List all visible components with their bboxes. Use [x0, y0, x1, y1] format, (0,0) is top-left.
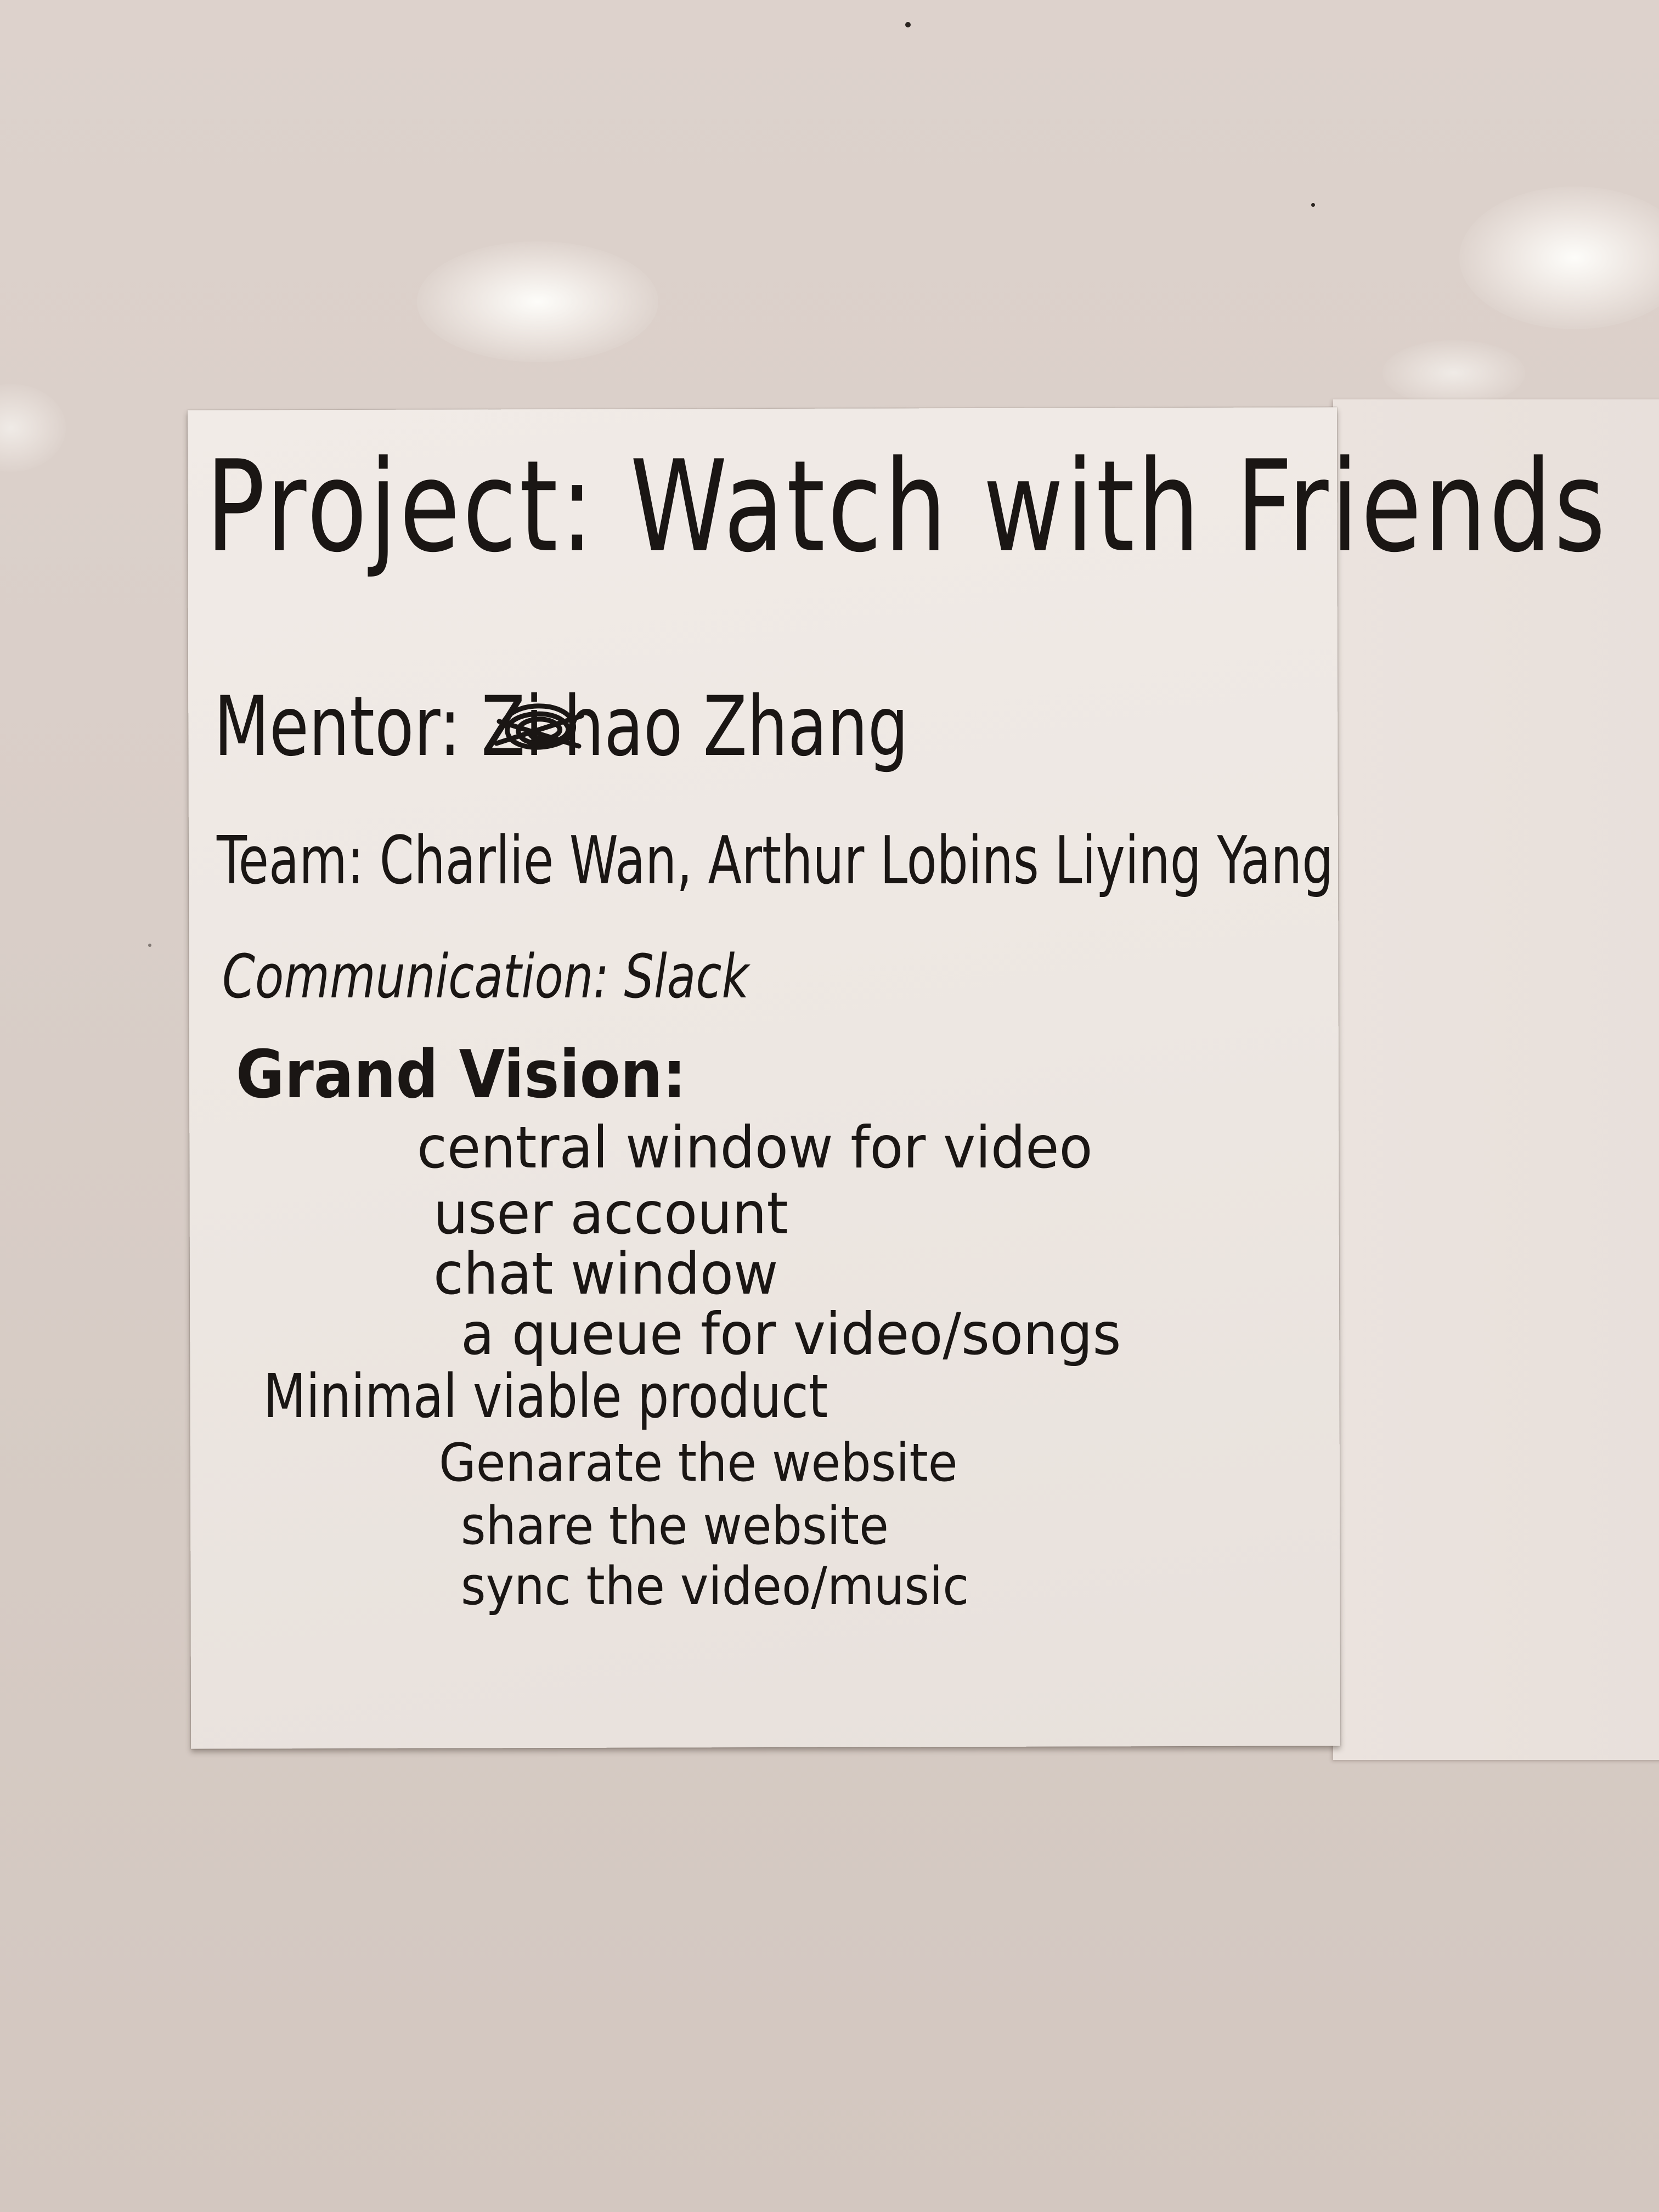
- wall-speck: [148, 944, 151, 947]
- light-reflection: [1383, 340, 1525, 406]
- wall-speck: [905, 22, 911, 27]
- scribble-mark-icon: [494, 703, 584, 750]
- adjacent-paper-sheet: [1333, 399, 1659, 1760]
- project-title: Project: Watch with Friends: [206, 434, 1608, 580]
- mvp-heading: Minimal viable product: [263, 1361, 828, 1431]
- light-reflection: [417, 241, 658, 362]
- grand-vision-item: a queue for video/songs: [461, 1301, 1121, 1368]
- mvp-item: share the website: [461, 1496, 889, 1556]
- grand-vision-item: user account: [433, 1180, 788, 1247]
- grand-vision-heading: Grand Vision:: [236, 1037, 686, 1113]
- communication-line: Communication: Slack: [222, 941, 749, 1012]
- mvp-item: Genarate the website: [439, 1433, 958, 1493]
- team-line: Team: Charlie Wan, Arthur Lobins Liying …: [217, 823, 1334, 899]
- light-reflection: [1459, 187, 1659, 329]
- wall-speck: [1311, 203, 1315, 207]
- mvp-item: sync the video/music: [461, 1556, 969, 1617]
- grand-vision-item: central window for video: [417, 1114, 1093, 1181]
- grand-vision-item: chat window: [433, 1240, 778, 1307]
